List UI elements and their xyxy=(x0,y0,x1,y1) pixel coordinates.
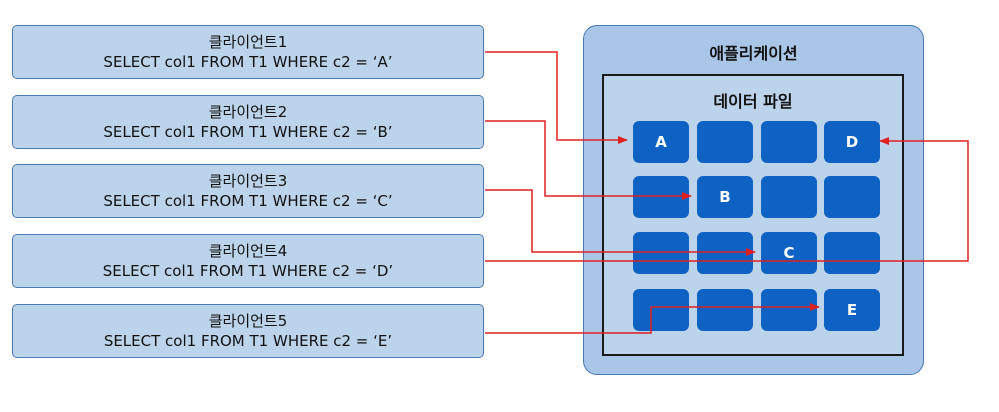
client-sql: SELECT col1 FROM T1 WHERE c2 = ‘A’ xyxy=(103,53,393,71)
data-block: C xyxy=(761,232,817,274)
connector-client4-to-D xyxy=(485,137,969,262)
data-block xyxy=(824,232,880,274)
client-sql: SELECT col1 FROM T1 WHERE c2 = ‘C’ xyxy=(103,192,393,210)
client-box-3: 클라이언트3 SELECT col1 FROM T1 WHERE c2 = ‘C… xyxy=(12,164,484,218)
data-block xyxy=(761,121,817,163)
connector-client5-to-E xyxy=(485,303,820,334)
application-title: 애플리케이션 xyxy=(709,44,798,63)
data-block: D xyxy=(824,121,880,163)
data-file-title: 데이터 파일 xyxy=(713,92,793,111)
client-box-1: 클라이언트1 SELECT col1 FROM T1 WHERE c2 = ‘A… xyxy=(12,25,484,79)
application-box: 애플리케이션 데이터 파일 A D B C E xyxy=(583,25,924,375)
connector-client3-to-C xyxy=(485,189,756,256)
connector-client2-to-B xyxy=(485,120,692,200)
client-box-5: 클라이언트5 SELECT col1 FROM T1 WHERE c2 = ‘E… xyxy=(12,304,484,358)
client-sql: SELECT col1 FROM T1 WHERE c2 = ‘D’ xyxy=(102,262,394,280)
data-block xyxy=(824,176,880,218)
client-name: 클라이언트4 xyxy=(208,242,288,260)
client-sql: SELECT col1 FROM T1 WHERE c2 = ‘E’ xyxy=(103,332,393,350)
client-name: 클라이언트1 xyxy=(208,33,288,51)
client-sql: SELECT col1 FROM T1 WHERE c2 = ‘B’ xyxy=(103,123,393,141)
data-file-box: 데이터 파일 A D B C E xyxy=(602,74,904,356)
data-block xyxy=(633,232,689,274)
data-block xyxy=(697,289,753,331)
client-name: 클라이언트5 xyxy=(208,312,288,330)
data-block xyxy=(761,289,817,331)
data-block xyxy=(697,121,753,163)
data-block xyxy=(633,176,689,218)
connector-client1-to-A xyxy=(485,51,628,144)
client-box-4: 클라이언트4 SELECT col1 FROM T1 WHERE c2 = ‘D… xyxy=(12,234,484,288)
client-name: 클라이언트2 xyxy=(208,103,288,121)
data-block xyxy=(633,289,689,331)
data-block xyxy=(697,232,753,274)
data-block: B xyxy=(697,176,753,218)
client-box-2: 클라이언트2 SELECT col1 FROM T1 WHERE c2 = ‘B… xyxy=(12,95,484,149)
client-name: 클라이언트3 xyxy=(208,172,288,190)
data-block xyxy=(761,176,817,218)
data-block: E xyxy=(824,289,880,331)
data-block: A xyxy=(633,121,689,163)
